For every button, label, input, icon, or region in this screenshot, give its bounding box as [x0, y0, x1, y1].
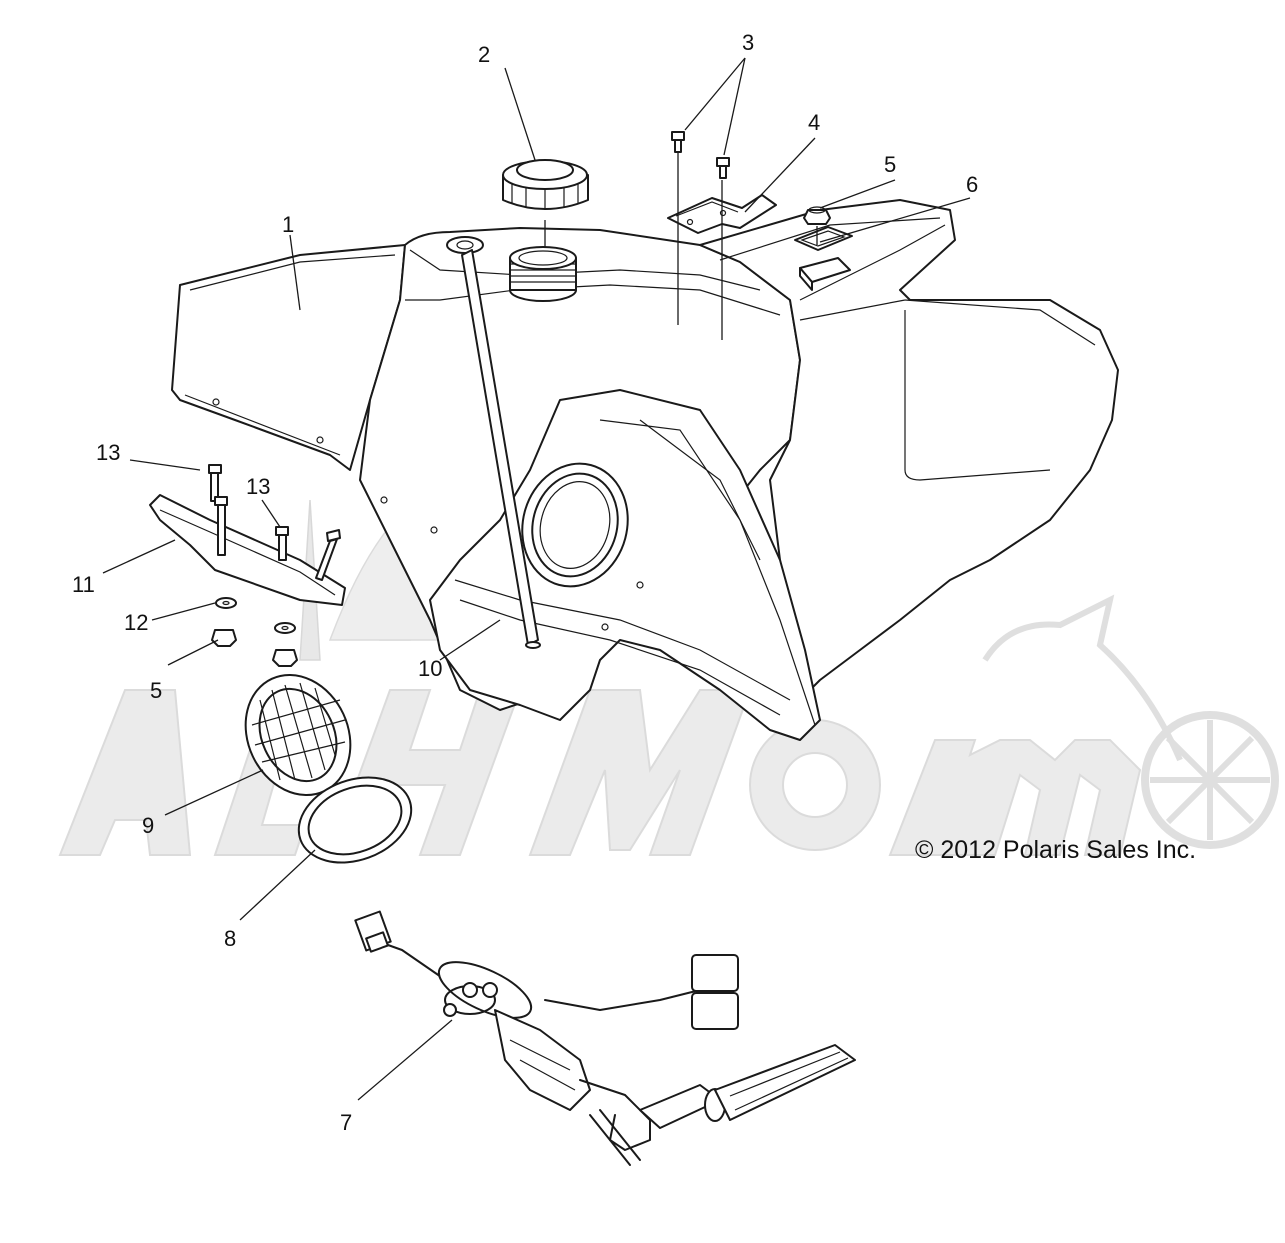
callout-10: 10 — [418, 656, 442, 681]
bolts-13 — [208, 464, 341, 581]
bracket-11 — [149, 494, 346, 606]
fuel-pump-7 — [354, 910, 856, 1166]
callout-4: 4 — [808, 110, 820, 135]
callout-13-right: 13 — [246, 474, 270, 499]
nuts-5-bottom — [211, 629, 298, 667]
callout-8: 8 — [224, 926, 236, 951]
callout-5-bottom: 5 — [150, 678, 162, 703]
nut-5-top — [803, 206, 831, 225]
callout-labels: 1 2 3 4 5 6 13 13 11 12 5 10 9 8 7 — [72, 30, 978, 1135]
fuel-tank — [171, 199, 1119, 741]
callout-1: 1 — [282, 212, 294, 237]
callout-2: 2 — [478, 42, 490, 67]
copyright-text: © 2012 Polaris Sales Inc. — [915, 836, 1196, 864]
callout-12: 12 — [124, 610, 148, 635]
fuel-cap — [502, 159, 589, 210]
callout-11: 11 — [72, 572, 95, 597]
leader-lines — [102, 57, 971, 1101]
callout-9: 9 — [142, 813, 154, 838]
callout-3: 3 — [742, 30, 754, 55]
callout-5-top: 5 — [884, 152, 896, 177]
seal-8 — [297, 776, 413, 864]
callout-7: 7 — [340, 1110, 352, 1135]
callout-6: 6 — [966, 172, 978, 197]
callout-13-left: 13 — [96, 440, 120, 465]
washers-12 — [215, 597, 296, 634]
bolt-3 — [671, 131, 730, 179]
